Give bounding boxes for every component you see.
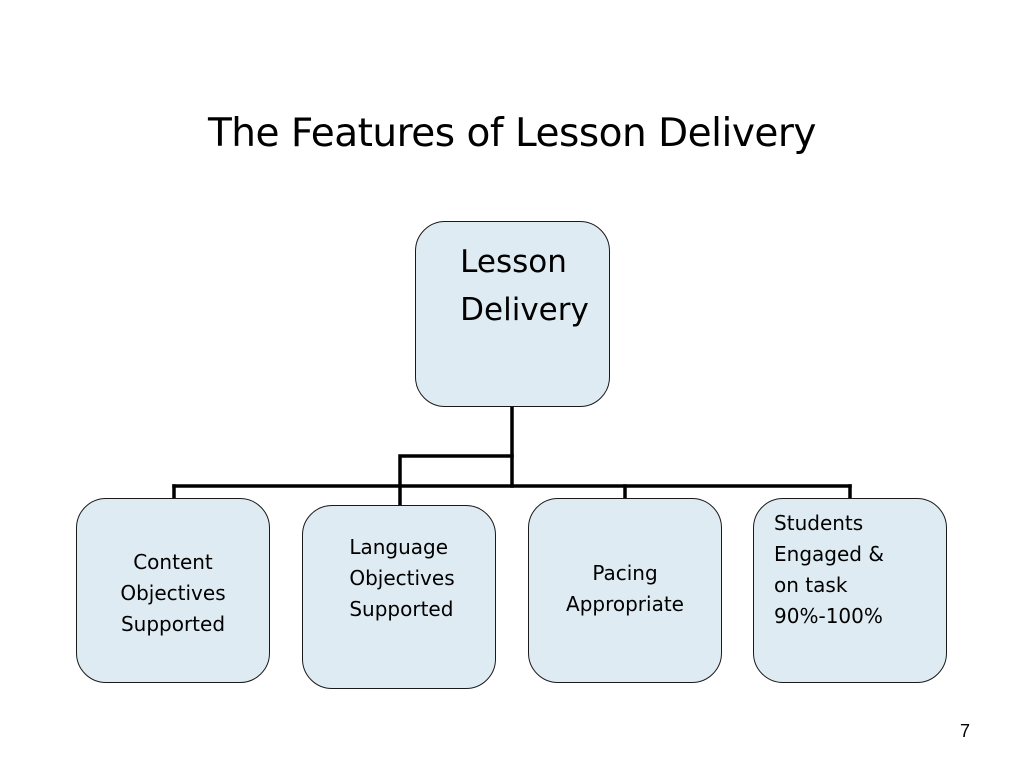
node-students-engaged-label: Students Engaged & on task 90%-100%	[774, 510, 884, 628]
node-language-objectives: Language Objectives Supported	[302, 505, 496, 689]
page-number: 7	[959, 721, 970, 741]
node-language-objectives-label: Language Objectives Supported	[349, 534, 455, 621]
drop-line-language	[398, 454, 514, 507]
slide-title: The Features of Lesson Delivery	[207, 111, 817, 156]
node-students-engaged: Students Engaged & on task 90%-100%	[753, 498, 947, 683]
node-pacing-appropriate: Pacing Appropriate	[528, 498, 722, 683]
node-pacing-appropriate-label: Pacing Appropriate	[566, 561, 684, 616]
node-lesson-delivery: Lesson Delivery	[415, 221, 610, 407]
node-lesson-delivery-label: Lesson Delivery	[460, 244, 589, 328]
node-content-objectives: Content Objectives Supported	[76, 498, 270, 683]
node-content-objectives-label: Content Objectives Supported	[120, 550, 226, 636]
